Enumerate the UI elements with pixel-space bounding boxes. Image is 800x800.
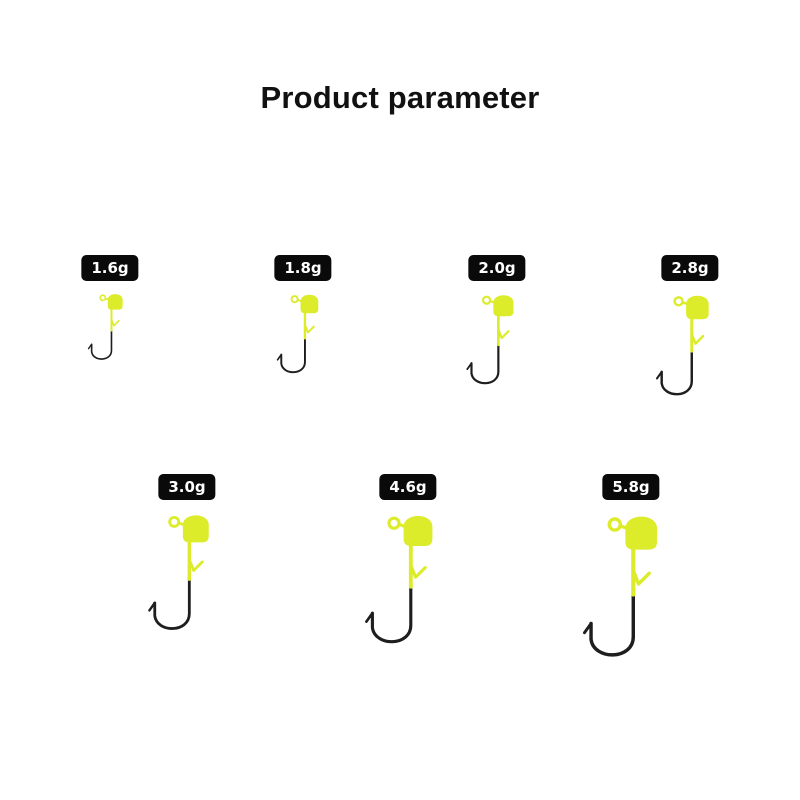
weight-badge: 4.6g: [379, 474, 437, 500]
jig-hook-icon: [87, 294, 123, 360]
weight-badge: 1.6g: [81, 255, 139, 281]
weight-badge: 3.0g: [158, 474, 216, 500]
jig-hook-icon: [276, 294, 318, 374]
jig-hook-icon: [148, 515, 209, 630]
weight-badge: 2.8g: [661, 255, 719, 281]
jig-hook-icon: [466, 295, 514, 385]
jig-hook-icon: [656, 295, 709, 396]
weight-badge: 5.8g: [602, 474, 660, 500]
jig-hook-icon: [364, 516, 433, 644]
weight-badge: 2.0g: [468, 255, 526, 281]
page-title: Product parameter: [260, 80, 540, 115]
weight-badge: 1.8g: [274, 255, 332, 281]
jig-hook-icon: [583, 516, 658, 657]
